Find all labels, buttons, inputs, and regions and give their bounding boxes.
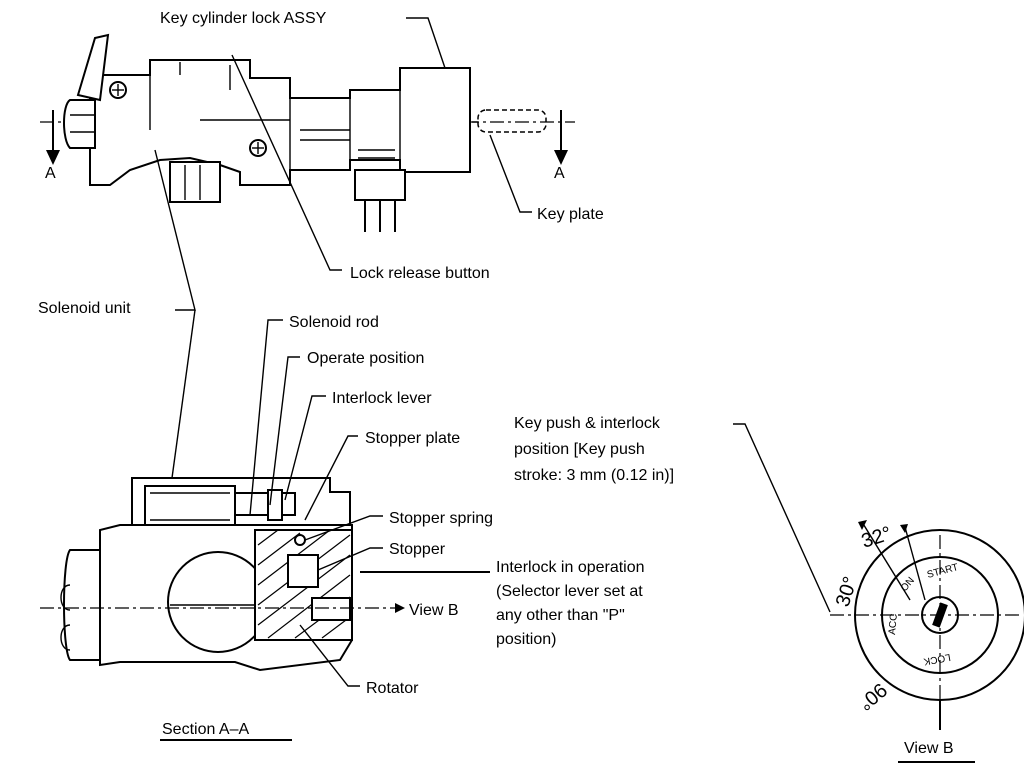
release-lever <box>76 33 110 102</box>
section-arrow-right <box>554 150 568 165</box>
leader-stopper-spring <box>304 515 383 541</box>
section-mark-right: A <box>554 165 565 182</box>
leader-interlock-lever <box>284 395 326 501</box>
section-left-knob <box>63 549 101 661</box>
pos-acc: ACC <box>887 613 900 635</box>
housing-body <box>89 59 471 186</box>
label-key-push-1: Key push & interlock <box>514 415 661 432</box>
label-view-b-title: View B <box>904 740 954 757</box>
label-interlock-op-3: any other than "P" <box>496 607 625 624</box>
label-lock-release: Lock release button <box>350 265 490 282</box>
lower-boss <box>169 161 221 203</box>
label-interlock-op-1: Interlock in operation <box>496 559 645 576</box>
label-stopper-plate: Stopper plate <box>365 430 460 447</box>
label-key-plate: Key plate <box>537 206 604 223</box>
left-knob <box>63 99 96 149</box>
label-operate-position: Operate position <box>307 350 424 367</box>
top-assembly-view: A A <box>40 17 575 271</box>
label-interlock-lever: Interlock lever <box>332 390 432 407</box>
label-section-aa: Section A–A <box>162 721 250 738</box>
leader-operate-position <box>269 356 300 506</box>
connector-housing <box>354 169 406 201</box>
leader-rotator <box>299 624 360 687</box>
label-stopper: Stopper <box>389 541 446 558</box>
label-stopper-spring: Stopper spring <box>389 510 493 527</box>
label-interlock-op-2: (Selector lever set at <box>496 583 643 600</box>
label-interlock-op-4: position) <box>496 631 556 648</box>
housing-details <box>149 62 401 172</box>
leader-solenoid-unit-bottom <box>171 309 196 479</box>
label-solenoid-unit: Solenoid unit <box>38 300 131 317</box>
label-key-push-2: position [Key push <box>514 441 645 458</box>
leader-key-plate <box>489 134 532 213</box>
leader-stopper <box>317 547 383 571</box>
label-rotator: Rotator <box>366 680 419 697</box>
dial-radial-1 <box>861 521 911 601</box>
leader-key-push <box>733 423 831 613</box>
leader-lock-release <box>231 54 342 271</box>
view-b-dial: 32° 30° 90° START ON ACC LOCK <box>830 520 1024 730</box>
key-plate-outline <box>477 109 547 133</box>
label-solenoid-rod: Solenoid rod <box>289 314 379 331</box>
stopper-part <box>287 554 319 588</box>
section-mark-left: A <box>45 165 56 182</box>
section-aa-view <box>40 319 490 687</box>
section-arrow-left <box>46 150 60 165</box>
label-key-push-3: stroke: 3 mm (0.12 in)] <box>514 467 674 484</box>
rotator-circle <box>167 551 269 653</box>
pos-lock: LOCK <box>922 651 951 667</box>
leader-solenoid-rod <box>249 319 283 516</box>
label-view-b-arrow: View B <box>409 602 459 619</box>
dial-radial-2 <box>904 526 926 601</box>
rotator-part <box>311 597 351 621</box>
leader-stopper-plate <box>304 435 358 521</box>
label-key-cylinder: Key cylinder lock ASSY <box>160 10 327 27</box>
stopper-spring-part <box>294 534 306 546</box>
leader-key-cylinder <box>406 17 446 69</box>
angle-90: 90° <box>854 678 891 714</box>
